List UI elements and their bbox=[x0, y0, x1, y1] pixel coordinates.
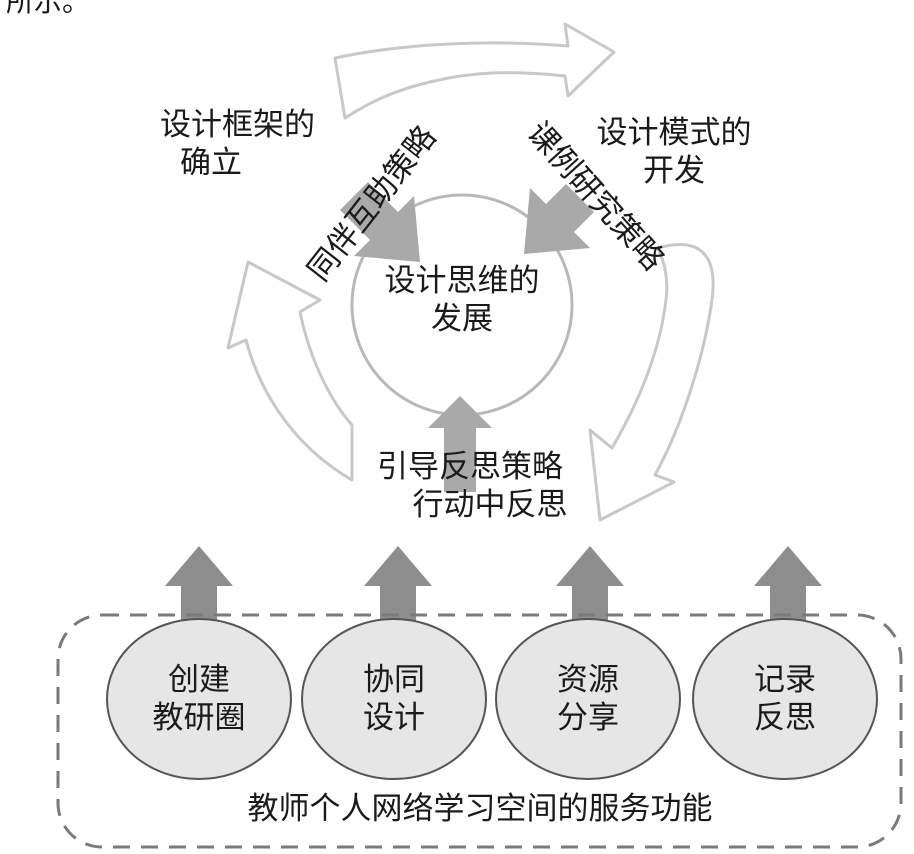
function-ellipse-create bbox=[106, 618, 292, 780]
stage-pattern-label: 设计模式的 开发 bbox=[574, 114, 774, 190]
reflect-strategy-label: 引导反思策略 行动中反思 bbox=[340, 448, 600, 524]
stage-pattern-line1: 设计模式的 bbox=[596, 115, 752, 151]
function-create-line1: 创建 bbox=[168, 662, 230, 698]
cycle-arrow-left bbox=[226, 260, 354, 482]
function-collab-line1: 协同 bbox=[363, 662, 425, 698]
stage-framework-label: 设计框架的 确立 bbox=[160, 106, 360, 182]
function-collab-label: 协同 设计 bbox=[314, 661, 474, 737]
stage-pattern-line2: 开发 bbox=[643, 153, 705, 189]
function-resource-line1: 资源 bbox=[557, 662, 619, 698]
function-resource-label: 资源 分享 bbox=[508, 661, 668, 737]
service-space-border bbox=[56, 613, 903, 849]
function-record-label: 记录 反思 bbox=[705, 661, 865, 737]
stage-framework-line2: 确立 bbox=[180, 145, 242, 181]
service-space-label: 教师个人网络学习空间的服务功能 bbox=[247, 791, 713, 827]
peer-strategy-arrow bbox=[340, 182, 420, 262]
function-resource-line2: 分享 bbox=[557, 700, 619, 736]
reflect-strategy-arrow bbox=[428, 396, 492, 492]
center-label-line2: 发展 bbox=[431, 301, 493, 337]
function-create-line2: 教研圈 bbox=[152, 700, 246, 736]
function-record-line1: 记录 bbox=[754, 662, 816, 698]
function-ellipse-record bbox=[692, 618, 878, 780]
function-record-line2: 反思 bbox=[754, 700, 816, 736]
function-ellipse-collab bbox=[301, 618, 487, 780]
reflect-strategy-line1: 引导反思策略 bbox=[377, 449, 563, 485]
center-label-line1: 设计思维的 bbox=[384, 263, 540, 299]
function-create-label: 创建 教研圈 bbox=[119, 661, 279, 737]
in-action-reflection-line: 行动中反思 bbox=[412, 487, 568, 523]
cycle-arrow-top bbox=[333, 22, 616, 120]
cycle-arrow-right bbox=[588, 243, 715, 522]
header-fragment: 所示。 bbox=[6, 0, 90, 18]
function-ellipse-resource bbox=[495, 618, 681, 780]
center-label: 设计思维的 发展 bbox=[352, 262, 572, 338]
stage-framework-line1: 设计框架的 bbox=[160, 107, 315, 143]
function-collab-line2: 设计 bbox=[363, 700, 425, 736]
case-strategy-arrow bbox=[524, 184, 594, 254]
